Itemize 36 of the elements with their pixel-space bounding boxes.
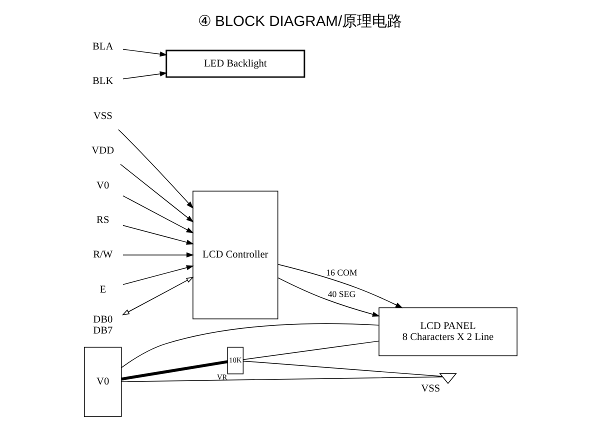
connector xyxy=(242,360,442,377)
node-box: LED Backlight xyxy=(166,50,306,78)
node-text: BLA xyxy=(92,42,114,53)
node-text: VDD xyxy=(92,146,114,157)
node-box: 10K xyxy=(227,346,244,374)
diagram-title: ④ BLOCK DIAGRAM/原理电路 xyxy=(198,14,402,30)
node-label: VR xyxy=(216,372,228,382)
node-box: LCD Controller xyxy=(192,190,278,320)
arrow xyxy=(120,164,194,222)
arrow xyxy=(122,252,194,258)
arrow xyxy=(122,225,194,245)
arrow xyxy=(122,71,168,80)
node-triangle xyxy=(439,373,457,384)
connector xyxy=(121,360,228,380)
node-box: V0 xyxy=(84,346,122,418)
connector xyxy=(121,376,443,382)
arrow xyxy=(278,277,380,317)
arrow xyxy=(118,129,194,209)
node-text: R/W xyxy=(93,250,113,261)
edge-label: 40 SEG xyxy=(328,288,356,299)
node-text: V0 xyxy=(96,180,110,192)
arrow xyxy=(278,264,403,308)
node-text: DB0 DB7 xyxy=(93,314,113,336)
edge-label: 16 COM xyxy=(326,267,358,278)
node-text: BLK xyxy=(92,76,114,88)
node-text: RS xyxy=(96,215,110,226)
arrow xyxy=(122,265,194,285)
node-label: VSS xyxy=(421,384,440,395)
arrow xyxy=(122,276,194,316)
arrow xyxy=(122,195,194,234)
connector xyxy=(242,340,380,360)
arrow xyxy=(122,48,168,57)
node-text: E xyxy=(100,284,106,296)
node-box: LCD PANEL 8 Characters X 2 Line xyxy=(378,307,518,356)
connector xyxy=(121,323,380,368)
node-text: VSS xyxy=(93,110,112,122)
